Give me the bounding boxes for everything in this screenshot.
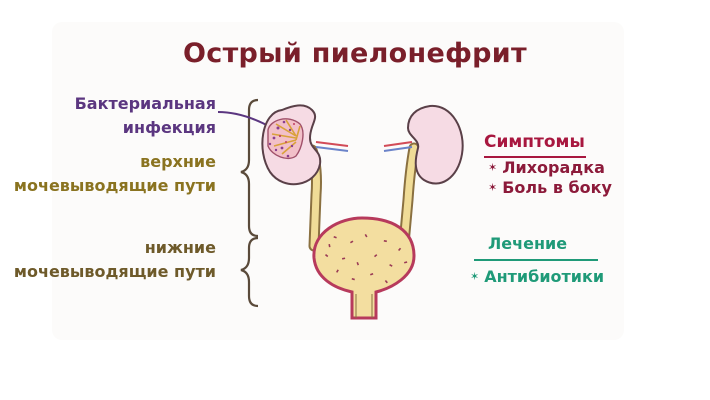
treatment-text: Антибиотики <box>484 267 605 286</box>
upper-line-1: верхние <box>140 152 216 171</box>
upper-tract-label: верхние мочевыводящие пути <box>14 150 216 198</box>
treatment-heading: Лечение <box>488 234 568 253</box>
left-vein <box>315 146 349 152</box>
right-ureter-fill <box>400 144 418 248</box>
symptoms-underline <box>484 156 586 158</box>
lower-tract-label: нижние мочевыводящие пути <box>14 236 216 284</box>
lower-line-1: нижние <box>144 238 216 257</box>
lower-tract-bracket <box>240 236 259 308</box>
upper-line-2: мочевыводящие пути <box>13 176 216 195</box>
right-vein <box>383 146 413 152</box>
upper-tract-bracket <box>240 98 259 238</box>
treatment-item: ✶ Антибиотики <box>470 265 604 289</box>
right-artery <box>383 141 413 147</box>
symptom-text: Боль в боку <box>502 178 612 197</box>
symptoms-heading: Симптомы <box>484 132 585 152</box>
treatment-underline <box>474 259 598 261</box>
left-artery <box>315 141 349 147</box>
bacterial-line-2: инфекция <box>122 118 216 137</box>
symptom-text: Лихорадка <box>502 158 605 177</box>
infected-kidney-icon <box>261 104 322 186</box>
asterisk-icon: ✶ <box>488 181 498 194</box>
kidney-icon <box>406 104 464 185</box>
symptom-item: ✶ Боль в боку <box>488 176 612 200</box>
page-title: Острый пиелонефрит <box>183 38 527 69</box>
bladder-icon <box>312 216 416 320</box>
lower-line-2: мочевыводящие пути <box>13 262 216 281</box>
bacterial-infection-label: Бактериальная инфекция <box>75 92 216 140</box>
asterisk-icon: ✶ <box>470 270 480 283</box>
asterisk-icon: ✶ <box>488 161 498 174</box>
bacterial-line-1: Бактериальная <box>74 94 216 113</box>
symptom-item: ✶ Лихорадка <box>488 156 605 180</box>
